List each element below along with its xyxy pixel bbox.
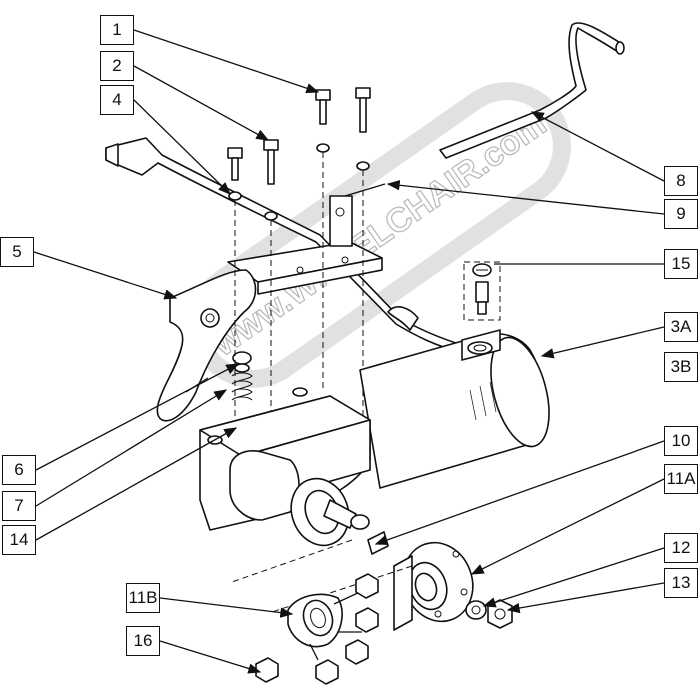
leader-lines [33, 29, 665, 674]
callout-8[interactable]: 8 [664, 166, 698, 196]
callout-13[interactable]: 13 [664, 568, 698, 598]
callout-11b[interactable]: 11B [126, 583, 160, 613]
callout-12[interactable]: 12 [664, 533, 698, 563]
callout-3a[interactable]: 3A [664, 312, 698, 342]
hand-lever [156, 269, 257, 422]
alternate-hub [255, 573, 379, 685]
callout-9[interactable]: 9 [664, 199, 698, 229]
callout-14[interactable]: 14 [2, 525, 36, 555]
callout-16[interactable]: 16 [126, 626, 160, 656]
callout-4[interactable]: 4 [100, 85, 134, 115]
callout-1[interactable]: 1 [100, 15, 134, 45]
release-lever-rod [439, 22, 625, 159]
callout-5[interactable]: 5 [0, 237, 34, 267]
motor-assembly [199, 329, 550, 547]
callout-15[interactable]: 15 [664, 249, 698, 279]
brush-holder [463, 261, 501, 321]
callout-10[interactable]: 10 [664, 426, 698, 456]
brake-bracket [227, 195, 383, 295]
callout-6[interactable]: 6 [2, 455, 36, 485]
callout-2[interactable]: 2 [100, 51, 134, 81]
callout-7[interactable]: 7 [2, 491, 36, 521]
callout-11a[interactable]: 11A [664, 464, 698, 494]
drive-hub [393, 541, 474, 631]
watermark-text: www.WHEELCHAIR.com [205, 105, 553, 365]
rod-pin [344, 183, 386, 197]
callout-3b[interactable]: 3B [664, 352, 698, 382]
